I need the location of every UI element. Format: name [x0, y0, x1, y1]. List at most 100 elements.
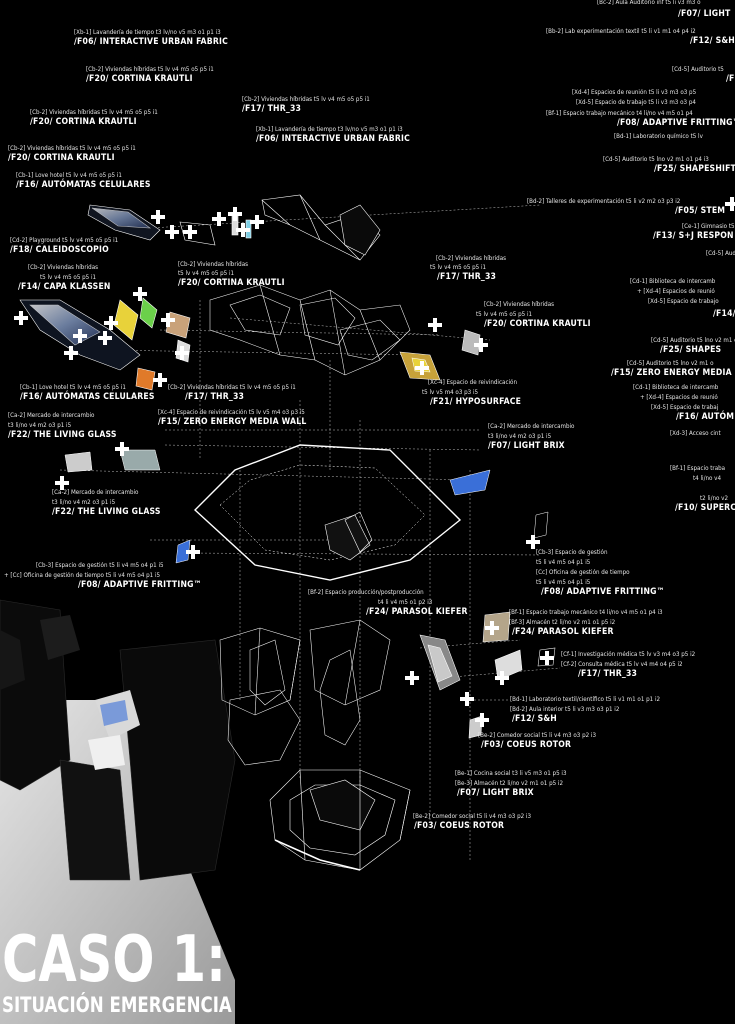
program-label: [Xb-1] Lavandería de tiempo t3 lv/no v5 … [74, 29, 221, 36]
program-label: t4 li v4 m5 o1 p2 i3 [378, 599, 433, 606]
function-title: /F08/ ADAPTIVE FRITTING™ [78, 580, 202, 590]
program-label: [Cb-3] Espacio de gestión t5 li v4 m5 o4… [36, 562, 164, 569]
function-title: /F22/ THE LIVING GLASS [8, 430, 117, 440]
program-label: t5 lv v4 m5 o5 p5 i1 [178, 270, 235, 277]
program-label: [Ca-2] Mercado de intercambio [52, 489, 139, 496]
program-label: [Cd-5] Auditorio t5 lno v2 m1 o [651, 337, 735, 344]
program-label: t5 li v4 m5 o4 p1 i5 [536, 559, 591, 566]
program-label: t5 lv v5 m4 o3 p3 i5 [422, 389, 479, 396]
program-label: t3 li/no v4 m2 o3 p1 i5 [52, 499, 116, 506]
program-label: t5 lv v4 m5 o5 p5 i1 [476, 311, 533, 318]
function-title: /F20/ CORTINA KRAUTLI [86, 74, 193, 84]
program-label: [Cb-1] Love hotel t5 lv v4 m5 o5 p5 i1 [16, 172, 122, 179]
program-label: [Cd-5] Auditorio t5 lno v2 m1 o [627, 360, 714, 367]
function-title: /F16/ AUTÓMATAS CELULARES [16, 180, 151, 190]
program-label: [Bd-1] Laboratorio químico t5 lv [614, 133, 703, 140]
function-title: /F22/ THE LIVING GLASS [52, 507, 161, 517]
function-title: /F06/ INTERACTIVE URBAN FABRIC [256, 134, 410, 144]
function-title: /F05/ STEM [675, 206, 726, 216]
top-level-wireframe [87, 194, 381, 261]
program-label: [Be-2] Comedor social t5 li v4 m3 o3 p2 … [478, 732, 597, 739]
program-label: t5 li v4 m5 o4 p1 i5 [536, 579, 591, 586]
plaza-level-outline [64, 444, 549, 581]
program-label: t5 lv v4 m5 o5 p5 i1 [430, 264, 487, 271]
program-label: [Cb-1] Love hotel t5 lv v4 m5 o5 p5 i1 [20, 384, 126, 391]
program-label: [Bd-1] Laboratorio textil/científico t5 … [510, 696, 661, 703]
function-title: /F20/ CORTINA KRAUTLI [178, 278, 285, 288]
function-title: /F17/ THR_33 [578, 669, 638, 679]
function-title: /F12/ S&H [512, 714, 557, 724]
program-label: [Ca-2] Mercado de intercambio [488, 423, 575, 430]
program-label: [Bf-1] Espacio trabajo mecánico t4 li/no… [509, 609, 663, 616]
function-title: /F03/ COEUS ROTOR [481, 740, 572, 750]
function-title: /F14/ [713, 309, 735, 319]
plus-markers [14, 197, 735, 727]
program-label: [Cb-3] Espacio de gestión [536, 549, 608, 556]
program-label: [Cd-5] Auditorio t5 lno v2 m1 o1 p4 i3 [603, 156, 709, 163]
function-title: /F12/ S&H [690, 36, 735, 46]
function-title: /F13/ S+J RESPON [653, 231, 734, 241]
function-title: /F03/ COEUS ROTOR [414, 821, 505, 831]
program-label: [Cd-1] Biblioteca de intercamb [630, 278, 716, 285]
program-label: [Cb-2] Viviendas híbridas t5 lv v4 m5 o5… [242, 96, 370, 103]
program-label: [Bb-2] Lab experimentación textil t5 li … [546, 28, 696, 35]
function-title: /F08/ ADAPTIVE FRITTING™ [617, 118, 735, 128]
case-title: CASO 1: [2, 923, 226, 997]
function-title: /F18/ CALEIDOSCOPIO [10, 245, 109, 255]
program-label: [Cd-5] Auditorio t5 [672, 66, 724, 73]
program-label: t4 li/no v4 [693, 475, 721, 482]
program-label: [Xc-4] Espacio de reivindicación t5 lv v… [158, 409, 305, 416]
function-title: /F24/ PARASOL KIEFER [512, 627, 614, 637]
function-title: /F16/ AUTÓMATAS CELULARES [20, 392, 155, 402]
case-subtitle: SITUACIÓN EMERGENCIA [2, 993, 232, 1017]
program-label: [Cb-2] Viviendas híbridas [178, 261, 249, 268]
function-title: /F06/ INTERACTIVE URBAN FABRIC [74, 37, 228, 47]
function-title: /F20/ CORTINA KRAUTLI [8, 153, 115, 163]
urban-context-render [0, 599, 236, 1024]
function-title: /F21/ HYPOSURFACE [430, 397, 522, 407]
middle-level-wireframe [19, 284, 481, 391]
program-label: [Xd-5] Espacio de trabajo [648, 298, 719, 305]
function-title: /F07/ LIGHT BRIX [457, 788, 534, 798]
program-label: [Xd-5] Espacio de trabajo t5 li v3 m3 o3… [576, 99, 696, 106]
program-label: [Cb-2] Viviendas híbridas [28, 264, 99, 271]
program-label: [Be-1] Cocina social t3 li v5 m3 o1 p5 i… [455, 770, 567, 777]
bottom-level-wireframe [269, 769, 411, 871]
program-label: [Bf-1] Espacio traba [670, 465, 726, 472]
program-label: [Cd-5] Audi [706, 250, 735, 257]
function-title: /F17/ THR_33 [437, 272, 497, 282]
program-label: [Cb-2] Viviendas híbridas t5 lv v4 m5 o5… [8, 145, 136, 152]
program-label: [Bf-2] Espacio producción/postproducción [308, 589, 424, 596]
program-label: [Cb-2] Viviendas híbridas t5 lv v4 m5 o5… [168, 384, 296, 391]
program-label: t3 li/no v4 m2 o3 p1 i5 [488, 433, 552, 440]
function-title: /F17/ THR_33 [185, 392, 245, 402]
function-title: /F16/ AUTÓM [676, 412, 735, 422]
program-label: + [Xd-4] Espacios de reunió [637, 288, 715, 295]
program-label: [Cf-2] Consulta médica t5 lv v4 m4 o4 p5… [561, 661, 683, 668]
function-title: /F20/ CORTINA KRAUTLI [30, 117, 137, 127]
program-label: [Cb-2] Viviendas híbridas t5 lv v4 m5 o5… [86, 66, 214, 73]
program-label: + [Xd-4] Espacios de reunió [640, 394, 718, 401]
program-label: [Bc-2] Aula Auditorio inf t5 li v3 m3 o [597, 0, 701, 6]
program-label: [Cd-2] Playground t5 lv v4 m5 o5 p5 i1 [10, 237, 119, 244]
program-label: [Cf-1] Investigación médica t5 lv v3 m4 … [561, 651, 696, 658]
function-title: /F [726, 74, 735, 84]
program-label: t5 lv v4 m5 o5 p5 i1 [40, 274, 97, 281]
program-label: [Be-3] Almacén t2 li/no v2 m1 o1 p5 i2 [455, 780, 564, 787]
program-label: [Ce-1] Gimnasio t5 [682, 223, 735, 230]
program-label: [Cd-1] Biblioteca de intercamb [633, 384, 719, 391]
program-label: [Cc] Oficina de gestión de tiempo [536, 569, 630, 576]
program-label: [Be-2] Comedor social t5 li v4 m3 o3 p2 … [413, 813, 532, 820]
function-title: /F25/ SHAPES [660, 345, 722, 355]
program-label: [Cb-2] Viviendas híbridas [436, 255, 507, 262]
function-title: /F10/ SUPERC [675, 503, 735, 513]
program-label: t3 li/no v4 m2 o3 p1 i5 [8, 422, 72, 429]
program-label: [Cb-2] Viviendas híbridas t5 lv v4 m5 o5… [30, 109, 158, 116]
function-title: /F07/ LIGHT [678, 9, 731, 19]
program-label: t2 li/no v2 [700, 495, 728, 502]
function-title: /F24/ PARASOL KIEFER [366, 607, 468, 617]
function-title: /F17/ THR_33 [242, 104, 302, 114]
program-label: [Ca-2] Mercado de intercambio [8, 412, 95, 419]
